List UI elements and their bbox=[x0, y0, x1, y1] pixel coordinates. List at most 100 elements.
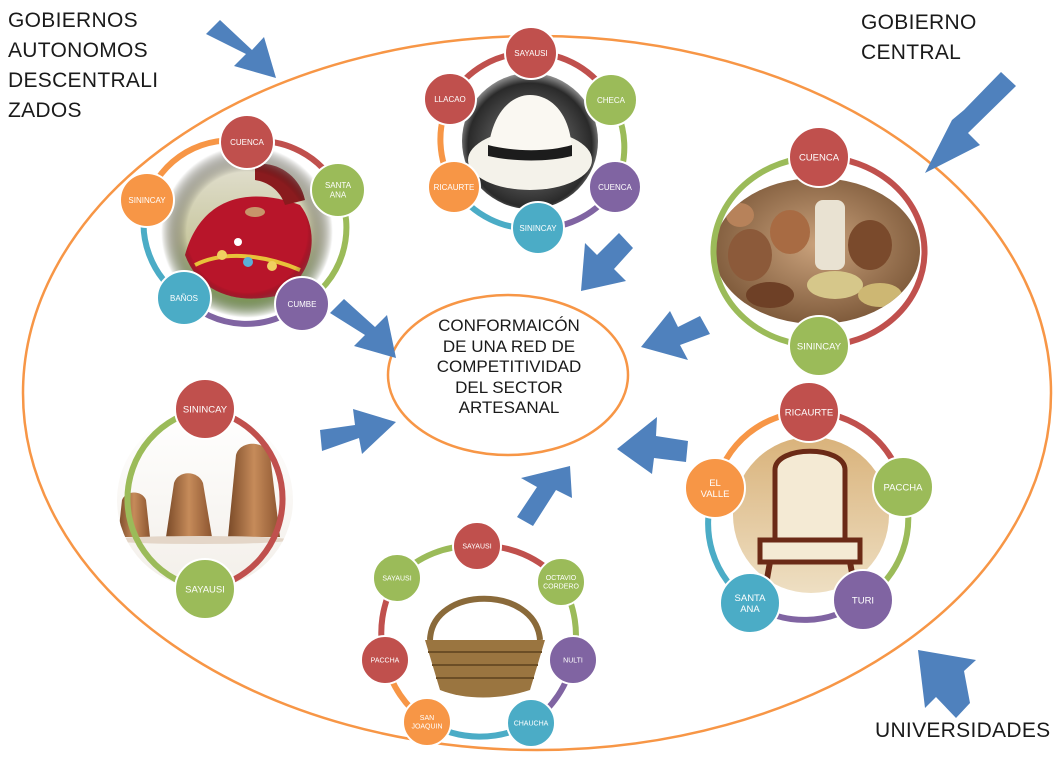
gad-label-line: AUTONOMOS bbox=[8, 39, 148, 62]
basket-node: CHAUCHA bbox=[506, 698, 556, 748]
basket-node-label: PACCHA bbox=[371, 657, 400, 664]
basket-node-circle bbox=[452, 521, 502, 571]
chair-node-label: TURI bbox=[852, 595, 874, 606]
universidades-arrow bbox=[918, 650, 976, 718]
hat-node-label: LLACAO bbox=[434, 95, 466, 104]
basket-node-circle bbox=[548, 635, 598, 685]
basket-node-circle bbox=[402, 697, 452, 747]
center-title-line: DE UNA RED DE bbox=[442, 336, 576, 356]
carved-chair-photo bbox=[733, 437, 889, 593]
hat-node-circle bbox=[511, 201, 565, 255]
chair-node-circle bbox=[872, 456, 934, 518]
hat-node-label: RICAURTE bbox=[434, 183, 475, 192]
basket-node: PACCHA bbox=[360, 635, 410, 685]
tiles-node-label: SININCAY bbox=[183, 404, 228, 415]
pottery-node-circle bbox=[788, 315, 850, 377]
weaving-node: CUMBE bbox=[274, 276, 330, 332]
hat-node-circle bbox=[584, 73, 638, 127]
pottery-to-center-arrow bbox=[641, 311, 710, 360]
gobierno-central-label: GOBIERNO CENTRAL bbox=[861, 8, 977, 68]
weaving-node: CUENCA bbox=[219, 114, 275, 170]
weaving-node-circle bbox=[156, 270, 212, 326]
center-ellipse bbox=[386, 293, 630, 457]
hat-node-circle bbox=[504, 26, 558, 80]
gobierno-central-label-line: GOBIERNO bbox=[861, 11, 977, 34]
hat-node: SININCAY bbox=[511, 201, 565, 255]
basket-node-label: SAYAUSI bbox=[462, 543, 491, 550]
tiles-to-center-arrow bbox=[320, 409, 396, 454]
hat-node-circle bbox=[423, 72, 477, 126]
pottery-node-label: SININCAY bbox=[797, 341, 842, 352]
tiles-node: SAYAUSI bbox=[174, 558, 236, 620]
wicker-basket-photo bbox=[406, 561, 562, 717]
center-title-line: CONFORMAICÓN bbox=[438, 316, 580, 335]
center-title-line: ARTESANAL bbox=[458, 398, 560, 417]
hat-node-circle bbox=[427, 160, 481, 214]
gad-label: GOBIERNOS AUTONOMOS DESCENTRALI ZADOS bbox=[8, 6, 158, 126]
chair-node-circle bbox=[778, 381, 840, 443]
basket-node-label: NULTI bbox=[563, 657, 583, 664]
weaving-node-label: SININCAY bbox=[128, 196, 166, 205]
pottery-node-circle bbox=[788, 126, 850, 188]
hat-node-circle bbox=[588, 160, 642, 214]
tiles-ring-arc bbox=[204, 406, 286, 592]
basket-node-circle bbox=[506, 698, 556, 748]
tiles-node-label: SAYAUSI bbox=[185, 584, 225, 595]
chair-node: PACCHA bbox=[872, 456, 934, 518]
gad-label-line: GOBIERNOS bbox=[8, 9, 138, 32]
gad-label-line: ZADOS bbox=[8, 99, 82, 122]
hat-node: CUENCA bbox=[588, 160, 642, 214]
weaving-node-circle bbox=[274, 276, 330, 332]
weaving-node-label: CUENCA bbox=[230, 138, 264, 147]
tiles-node-circle bbox=[174, 558, 236, 620]
chair-node: TURI bbox=[832, 569, 894, 631]
basket-node: SAYAUSI bbox=[372, 553, 422, 603]
hat-node: SAYAUSI bbox=[504, 26, 558, 80]
basket-node: NULTI bbox=[548, 635, 598, 685]
gad-arrow bbox=[206, 20, 276, 78]
center-title-line: DEL SECTOR bbox=[455, 377, 563, 397]
tiles-node-circle bbox=[174, 378, 236, 440]
pottery-ring-arc bbox=[818, 154, 928, 349]
chair-node-label: PACCHA bbox=[884, 482, 924, 493]
hat-node: LLACAO bbox=[423, 72, 477, 126]
tiles-ring-arc bbox=[124, 406, 206, 592]
panama-hat-photo bbox=[462, 73, 598, 209]
basket-node-label: SAYAUSI bbox=[382, 575, 411, 582]
chair-node-circle bbox=[832, 569, 894, 631]
weaving-node-circle bbox=[219, 114, 275, 170]
basket-node-circle bbox=[536, 557, 586, 607]
basket-node-label: CHAUCHA bbox=[514, 720, 549, 727]
universidades-label: UNIVERSIDADES bbox=[875, 719, 1051, 742]
pottery-ring-arc bbox=[710, 154, 820, 349]
weaving-to-center-arrow bbox=[330, 299, 396, 358]
pottery-node: CUENCA bbox=[788, 126, 850, 188]
basket-node-circle bbox=[372, 553, 422, 603]
gad-label-line: DESCENTRALI bbox=[8, 69, 159, 92]
weaving-node: BAÑOS bbox=[156, 270, 212, 326]
weaving-node-label: CUMBE bbox=[288, 300, 317, 309]
basket-to-center-arrow bbox=[517, 466, 572, 526]
gobierno-central-arrow bbox=[925, 72, 1016, 173]
tiles-node: SININCAY bbox=[174, 378, 236, 440]
weaving-node-label: BAÑOS bbox=[170, 294, 198, 303]
weaving-node-circle bbox=[119, 172, 175, 228]
pottery-node-label: CUENCA bbox=[799, 152, 840, 163]
chair-node-circle bbox=[684, 457, 746, 519]
chair-to-center-arrow bbox=[617, 417, 688, 474]
hat-node: CHECA bbox=[584, 73, 638, 127]
pottery-photo bbox=[714, 178, 920, 324]
weaving-node: SININCAY bbox=[119, 172, 175, 228]
chair-node-circle bbox=[719, 572, 781, 634]
